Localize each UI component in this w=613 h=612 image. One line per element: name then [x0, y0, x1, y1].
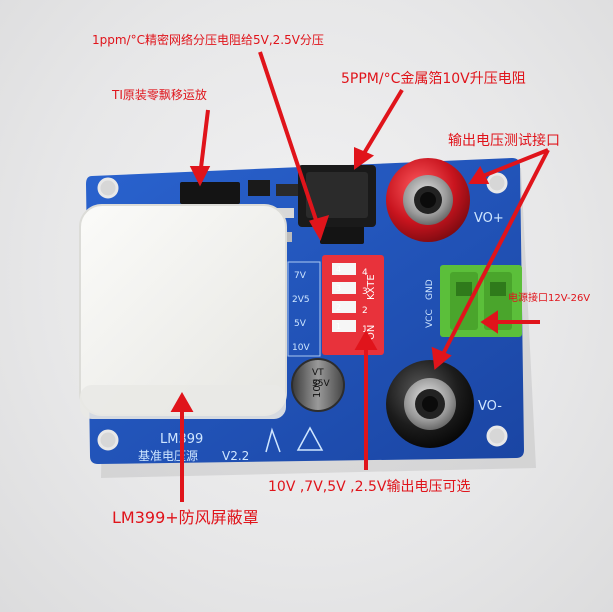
- cap-series: VT: [312, 368, 324, 378]
- dip-num-4: 4: [362, 268, 368, 278]
- dip-brand: KXTE: [366, 274, 377, 300]
- vo-plus-text: VO+: [474, 211, 504, 226]
- annotation-arrows: [170, 51, 550, 502]
- dip-top-1: 1: [336, 322, 341, 331]
- annotation-voltage-select: 10V ,7V,5V ,2.5V输出电压可选: [268, 479, 471, 495]
- capacitor: [292, 359, 344, 411]
- cap-voltage: 35V: [312, 379, 330, 389]
- opamp-chip: [180, 182, 240, 204]
- vo-minus-text: VO-: [478, 399, 502, 414]
- connector-gnd-text: GND: [425, 279, 435, 300]
- voltage-opt-5v: 5V: [294, 319, 307, 329]
- mount-hole-bl: [97, 429, 119, 451]
- annotation-reference-shield: LM399+防风屏蔽罩: [112, 508, 259, 527]
- annotation-opamp: TI原装零飘移运放: [112, 88, 207, 102]
- annotation-output-terminals: 输出电压测试接口: [448, 133, 560, 149]
- cap-value: 100: [312, 379, 323, 398]
- dip-top-2: 2: [336, 303, 341, 312]
- connector-vcc-text: VCC: [425, 309, 435, 328]
- dip-num-3: 3: [362, 287, 368, 297]
- dip-num-2: 2: [362, 306, 368, 316]
- mount-hole-br: [486, 425, 508, 447]
- annotation-power-connector: 电源接口12V-26V: [508, 293, 591, 304]
- voltage-opt-2v5: 2V5: [292, 295, 310, 305]
- dip-num-1: 1: [362, 325, 368, 335]
- annotation-foil-resistor: 5PPM/°C金属箔10V升压电阻: [341, 71, 526, 87]
- board-subtitle-text: 基准电压源: [138, 449, 198, 463]
- dip-top-3: 3: [336, 284, 341, 293]
- voltage-opt-10v: 10V: [292, 343, 310, 353]
- lm399-shield: [79, 204, 287, 416]
- annotation-resistor-network: 1ppm/°C精密网络分压电阻给5V,2.5V分压: [92, 33, 324, 47]
- board-version-text: V2.2: [222, 449, 249, 463]
- dip-on: ON: [366, 325, 377, 340]
- voltage-opt-7v: 7V: [294, 271, 307, 281]
- resistor-network-chip: [320, 222, 364, 244]
- mount-hole-tr: [486, 172, 508, 194]
- mount-hole-tl: [97, 177, 119, 199]
- dip-top-4: 4: [336, 265, 341, 274]
